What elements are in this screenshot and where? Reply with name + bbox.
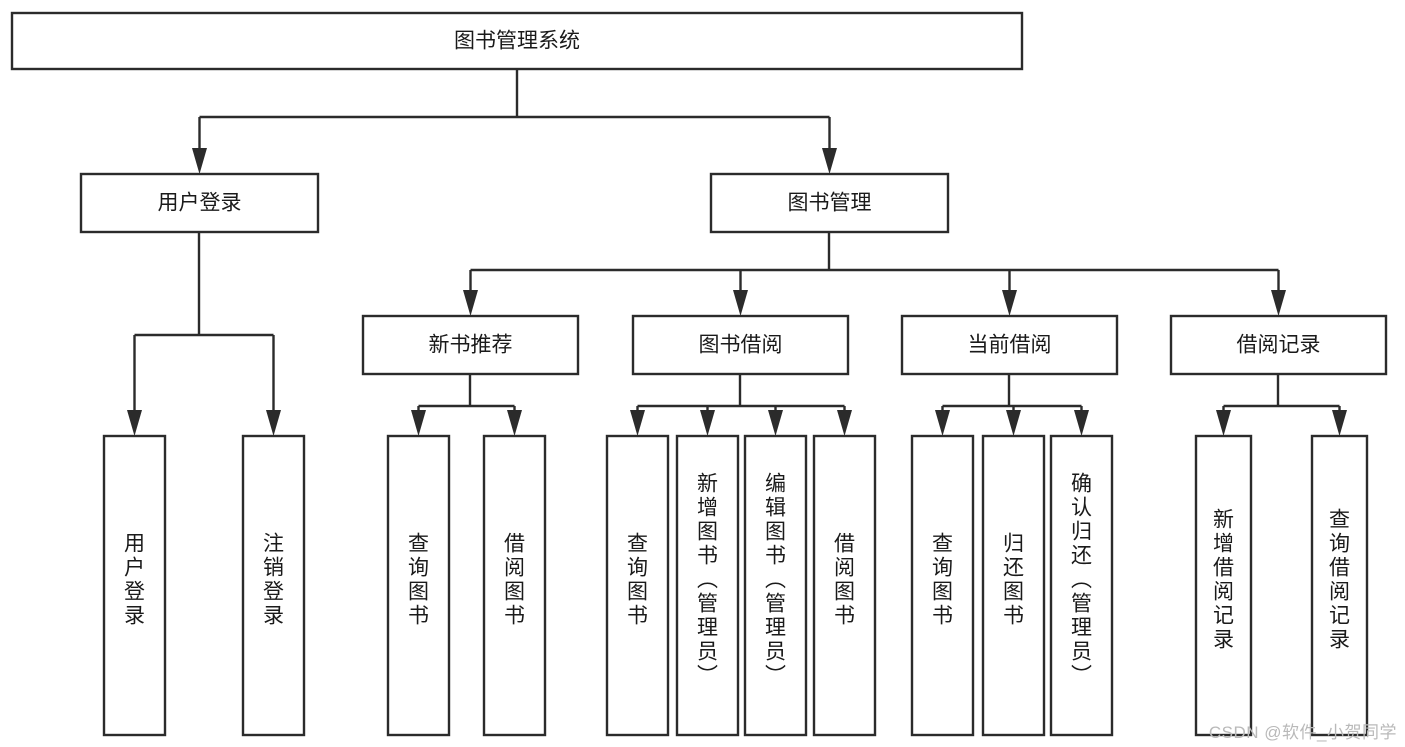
connector-group-book-borrow bbox=[630, 374, 852, 436]
connector-group-root bbox=[192, 69, 837, 174]
node-label-leaf-query-book-cur: 查询图书 bbox=[932, 533, 953, 628]
node-label-leaf-query-record: 查询借阅记录 bbox=[1329, 509, 1350, 652]
connector-group-current-borrow bbox=[935, 374, 1089, 436]
connector-group-borrow-record bbox=[1216, 374, 1347, 436]
node-label-leaf-add-record: 新增借阅记录 bbox=[1213, 509, 1234, 652]
node-label-leaf-edit-book: 编辑图书︵管理员︶ bbox=[765, 473, 786, 688]
connector-group-book-manage bbox=[463, 232, 1286, 316]
node-label-leaf-logout: 注销登录 bbox=[263, 533, 284, 628]
node-leaf-borrow-book-rec[interactable]: 借阅图书 bbox=[482, 434, 547, 737]
node-layer: 图书管理系统用户登录图书管理新书推荐图书借阅当前借阅借阅记录用户登录注销登录查询… bbox=[10, 11, 1388, 737]
node-book-borrow[interactable]: 图书借阅 bbox=[631, 314, 850, 376]
node-label-leaf-borrow-book-rec: 借阅图书 bbox=[504, 533, 525, 628]
node-current-borrow[interactable]: 当前借阅 bbox=[900, 314, 1119, 376]
node-label-book-manage: 图书管理 bbox=[788, 192, 872, 215]
node-leaf-user-login[interactable]: 用户登录 bbox=[102, 434, 167, 737]
node-label-borrow-record: 借阅记录 bbox=[1237, 334, 1321, 357]
node-label-leaf-confirm-return: 确认归还︵管理员︶ bbox=[1071, 473, 1092, 688]
node-leaf-query-book-rec[interactable]: 查询图书 bbox=[386, 434, 451, 737]
csdn-watermark: CSDN @软件_小贺同学 bbox=[1208, 723, 1397, 742]
node-label-book-borrow: 图书借阅 bbox=[699, 334, 783, 357]
node-user-login[interactable]: 用户登录 bbox=[79, 172, 320, 234]
node-leaf-query-book[interactable]: 查询图书 bbox=[605, 434, 670, 737]
node-leaf-return-book[interactable]: 归还图书 bbox=[981, 434, 1046, 737]
node-root[interactable]: 图书管理系统 bbox=[10, 11, 1024, 71]
node-label-user-login: 用户登录 bbox=[158, 192, 242, 215]
node-label-root: 图书管理系统 bbox=[454, 30, 580, 53]
node-leaf-query-record[interactable]: 查询借阅记录 bbox=[1310, 434, 1369, 737]
node-new-book-rec[interactable]: 新书推荐 bbox=[361, 314, 580, 376]
node-leaf-borrow-book[interactable]: 借阅图书 bbox=[812, 434, 877, 737]
node-borrow-record[interactable]: 借阅记录 bbox=[1169, 314, 1388, 376]
node-label-leaf-user-login: 用户登录 bbox=[124, 533, 145, 628]
node-leaf-confirm-return[interactable]: 确认归还︵管理员︶ bbox=[1049, 434, 1114, 737]
node-book-manage[interactable]: 图书管理 bbox=[709, 172, 950, 234]
node-leaf-add-record[interactable]: 新增借阅记录 bbox=[1194, 434, 1253, 737]
node-label-leaf-query-book-rec: 查询图书 bbox=[408, 533, 429, 628]
node-label-new-book-rec: 新书推荐 bbox=[429, 334, 513, 357]
node-label-leaf-query-book: 查询图书 bbox=[627, 533, 648, 628]
node-leaf-edit-book[interactable]: 编辑图书︵管理员︶ bbox=[743, 434, 808, 737]
node-label-leaf-return-book: 归还图书 bbox=[1003, 533, 1024, 628]
connector-group-new-book-rec bbox=[411, 374, 522, 436]
connector-layer bbox=[127, 69, 1347, 436]
connector-group-user-login bbox=[127, 232, 281, 436]
node-leaf-query-book-cur[interactable]: 查询图书 bbox=[910, 434, 975, 737]
node-label-current-borrow: 当前借阅 bbox=[968, 334, 1052, 357]
node-leaf-add-book[interactable]: 新增图书︵管理员︶ bbox=[675, 434, 740, 737]
node-label-leaf-add-book: 新增图书︵管理员︶ bbox=[697, 473, 718, 688]
node-label-leaf-borrow-book: 借阅图书 bbox=[834, 533, 855, 628]
node-leaf-logout[interactable]: 注销登录 bbox=[241, 434, 306, 737]
